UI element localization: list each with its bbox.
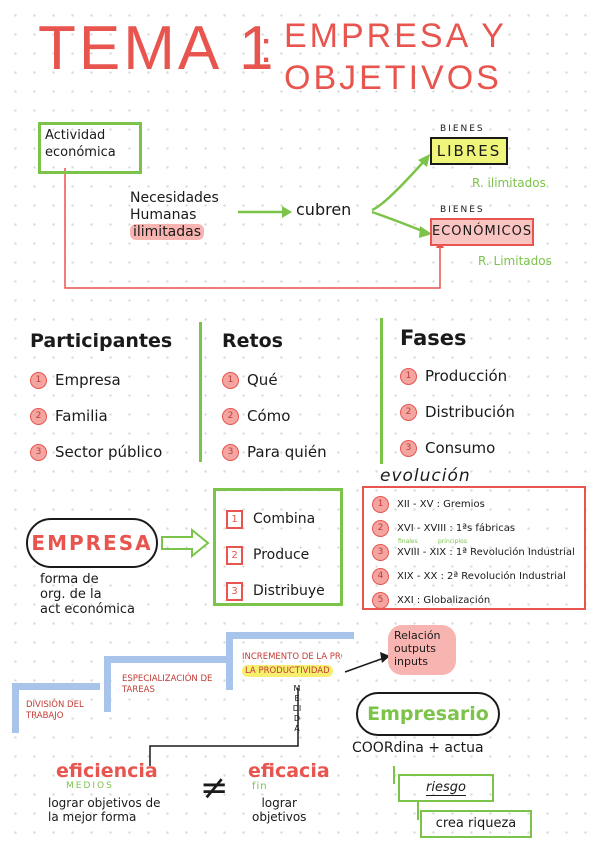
step-bar-incremento-top [226, 632, 354, 639]
actividad-text: Actividad económica [45, 128, 116, 160]
number-badge: 4 [372, 567, 389, 585]
title-empresa: EMPRESA Y [284, 17, 507, 55]
column-divider-2 [380, 318, 383, 464]
number-badge: 2 [222, 407, 239, 425]
top-diagram-arrows [64, 154, 444, 289]
step-bar-incremento-side [226, 632, 233, 690]
necesidades-block: Necesidades Humanas ilimitadas [130, 190, 240, 241]
step-bar-division-side [12, 683, 19, 733]
eficacia-desc: lograr objetivos [252, 796, 307, 824]
crea-riqueza-box: crea riqueza [420, 810, 532, 838]
necesidades-line3: ilimitadas [130, 224, 205, 240]
number-badge: 1 [30, 371, 47, 389]
empresa-arrow [161, 528, 210, 558]
recursos-ilimitados: R. ilimitados [472, 176, 546, 190]
bienes-economicos-text: ECONÓMICOS [432, 224, 533, 239]
step-incremento-highlight: LA PRODUCTIVIDAD [242, 665, 333, 677]
title-colon: : [260, 23, 276, 72]
not-equal-icon: ≠ [200, 768, 229, 808]
participantes-title: Participantes [30, 330, 173, 352]
number-badge: 2 [226, 545, 243, 565]
empresario-cloud: Empresario [356, 692, 500, 736]
empresa-description: forma de org. de la act económica [40, 572, 136, 617]
retos-title: Retos [222, 330, 283, 352]
number-badge: 3 [400, 439, 417, 457]
steps-connectors [149, 652, 390, 766]
title-objetivos: OBJETIVOS [284, 59, 502, 97]
empresa-label: EMPRESA [31, 531, 153, 555]
number-badge: 1 [400, 367, 417, 385]
number-badge: 3 [222, 443, 239, 461]
column-divider-1 [199, 322, 202, 462]
number-badge: 3 [372, 543, 389, 561]
bienes-economicos-label: BIENES [440, 205, 485, 215]
step-especializacion: ESPECIALIZACIÓN DE TAREAS [122, 674, 213, 695]
number-badge: 1 [226, 509, 243, 529]
cubren-text: cubren [296, 200, 352, 219]
number-badge: 3 [30, 443, 47, 461]
empresario-desc: COORdina + actua [352, 740, 484, 756]
bienes-libres-box: LIBRES [430, 137, 508, 165]
empresario-title: Empresario [367, 703, 489, 725]
step-medida: MEDIDA [292, 684, 302, 733]
evolucion-title: evolución [380, 466, 471, 486]
eficiencia-label: eficiencia [56, 760, 158, 782]
actividad-economica-box: Actividad económica [38, 122, 142, 174]
evolucion-note-principios: principios [438, 538, 467, 545]
number-badge: 2 [30, 407, 47, 425]
step-incremento: INCREMENTO DE LA PRODUCTIVIDAD LA PRODUC… [242, 652, 342, 677]
relacion-bubble: Relación outputs inputs [388, 625, 456, 675]
eficiencia-medios: MEDIOS [66, 781, 114, 791]
step-bar-especializacion-top [104, 656, 229, 663]
number-badge: 1 [372, 495, 389, 513]
empresa-cloud: EMPRESA [26, 518, 158, 568]
bienes-libres-text: LIBRES [436, 142, 502, 160]
eficacia-label: eficacia [248, 760, 330, 782]
recursos-limitados: R. Limitados [478, 254, 552, 268]
riesgo-box: riesgo [398, 774, 494, 802]
eficacia-fin: fin [252, 781, 268, 792]
number-badge: 2 [372, 519, 389, 537]
empresario-connectors [393, 766, 419, 820]
title-tema: TEMA 1 [38, 14, 277, 83]
bienes-economicos-box: ECONÓMICOS [430, 218, 534, 246]
fases-title: Fases [400, 326, 467, 350]
number-badge: 3 [226, 581, 243, 601]
step-bar-division-top [12, 683, 100, 690]
number-badge: 1 [222, 371, 239, 389]
necesidades-line1: Necesidades [130, 190, 219, 206]
evolucion-note-finales: finales [398, 538, 418, 545]
bienes-libres-label: BIENES [440, 124, 485, 134]
number-badge: 2 [400, 403, 417, 421]
number-badge: 5 [372, 591, 389, 609]
eficiencia-desc: lograr objetivos de la mejor forma [48, 796, 161, 824]
step-division: DIVISIÓN DEL TRABAJO [26, 700, 84, 721]
step-bar-especializacion-side [104, 656, 111, 712]
page-title: TEMA 1 : EMPRESA Y OBJETIVOS [38, 12, 578, 112]
necesidades-line2: Humanas [130, 207, 197, 223]
